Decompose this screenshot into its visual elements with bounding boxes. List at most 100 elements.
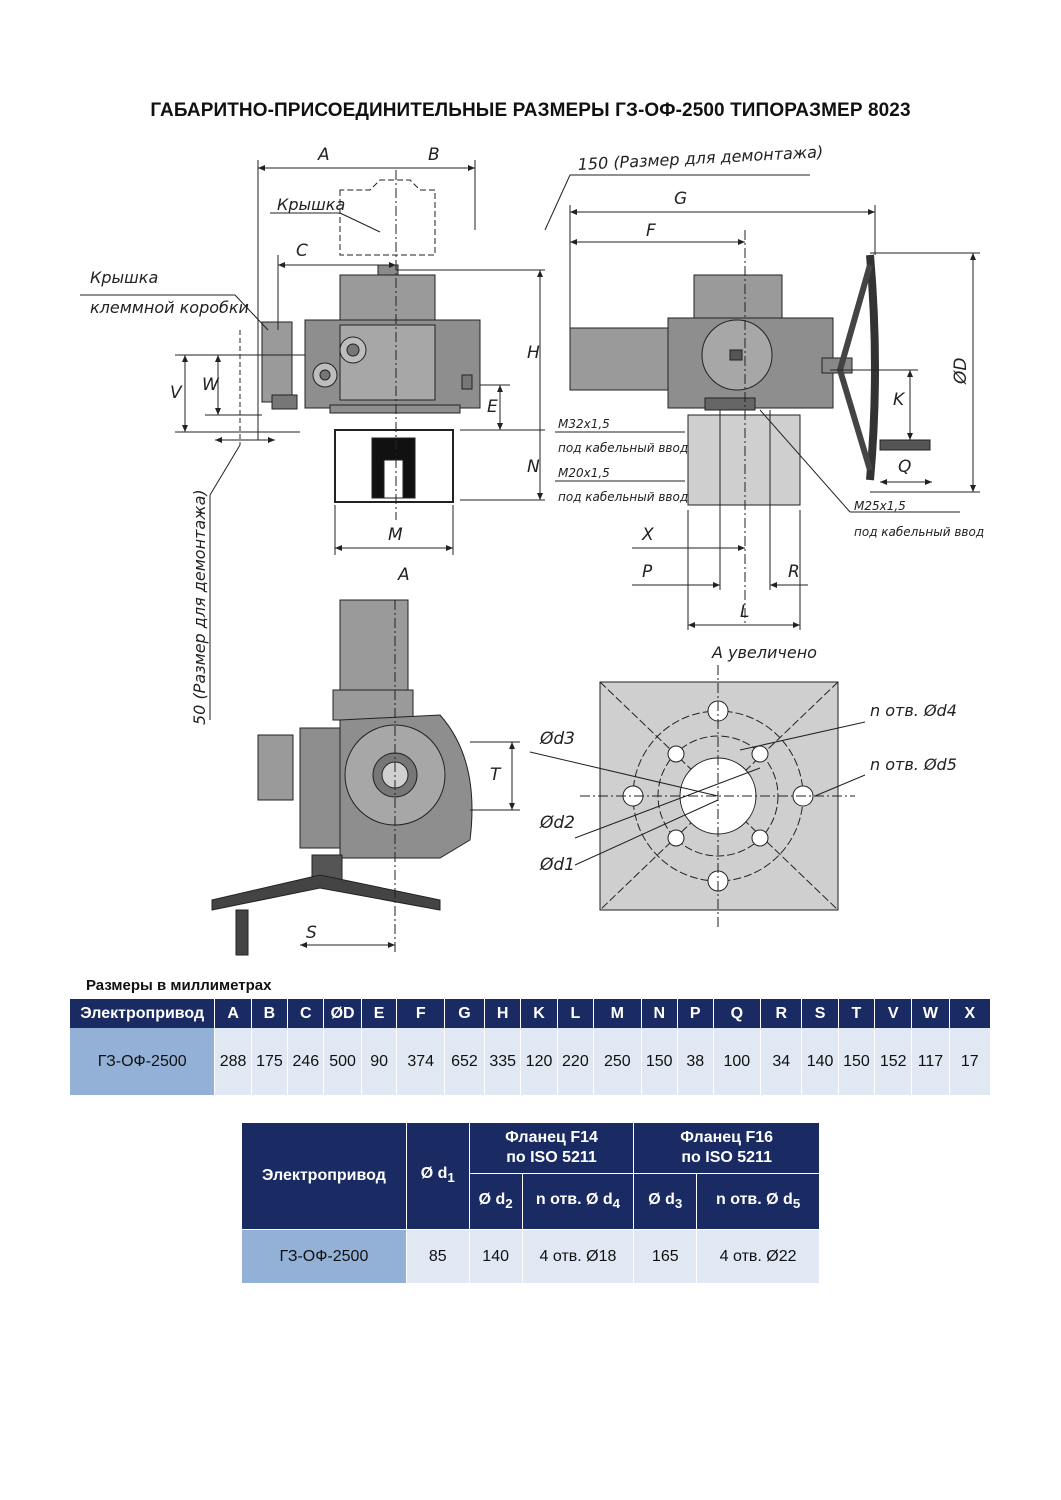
dim-p-label: P: [642, 562, 653, 582]
value-cell: 4 отв. Ø22: [696, 1229, 820, 1284]
column-header: Ø d2: [468, 1173, 523, 1230]
technical-drawing: A B C H E N M V W A Крышка Крышка клеммн…: [80, 142, 984, 956]
column-header: X: [949, 999, 992, 1028]
column-header: P: [677, 999, 714, 1028]
value-cell: 140: [468, 1229, 523, 1284]
column-header: Электропривод: [70, 999, 216, 1028]
dim-w-label: W: [202, 375, 220, 395]
value-cell: 250: [593, 1028, 642, 1095]
value-cell: 246: [287, 1028, 325, 1095]
page-title: ГАБАРИТНО-ПРИСОЕДИНИТЕЛЬНЫЕ РАЗМЕРЫ ГЗ-О…: [150, 100, 911, 121]
m32-note: M32x1,5: [558, 417, 610, 431]
dim-v-label: V: [170, 383, 183, 403]
dim-b-label: B: [428, 145, 440, 165]
view-a-note: A увеличено: [711, 643, 817, 662]
terminal-cover-note-2: клеммной коробки: [90, 298, 249, 317]
column-header: N: [641, 999, 678, 1028]
side-view-dimensions: [569, 205, 980, 630]
column-header: n отв. Ø d4: [521, 1173, 635, 1230]
value-cell: 288: [214, 1028, 252, 1095]
value-cell: 140: [801, 1028, 839, 1095]
m20-note: M20x1,5: [558, 466, 610, 480]
dim-d5-label: n отв. Ød5: [870, 755, 957, 774]
dim-f-label: F: [646, 221, 656, 241]
value-cell: 117: [911, 1028, 950, 1095]
column-header: G: [444, 999, 486, 1028]
value-cell: 150: [838, 1028, 876, 1095]
column-header: C: [287, 999, 325, 1028]
side-view-labels: G F ØD K Q X P R L M25x1,5 под кабельный…: [641, 189, 984, 622]
model-cell: ГЗ-ОФ-2500: [241, 1229, 407, 1284]
value-cell: 90: [361, 1028, 398, 1095]
column-header: T: [838, 999, 876, 1028]
value-cell: 175: [251, 1028, 289, 1095]
dim-d2-label: Ød2: [539, 813, 575, 833]
column-header: ØD: [323, 999, 362, 1028]
value-cell: 4 отв. Ø18: [521, 1229, 635, 1284]
column-header: L: [557, 999, 595, 1028]
m25-sub-note: под кабельный ввод: [854, 525, 984, 539]
dim-x-label: X: [641, 525, 654, 545]
column-header: K: [520, 999, 558, 1028]
dim-q-label: Q: [898, 457, 911, 477]
dismount-50-note: 50 (Размер для демонтажа): [190, 489, 209, 725]
value-cell: 150: [641, 1028, 678, 1095]
model-cell: ГЗ-ОФ-2500: [70, 1028, 216, 1095]
column-header: Ø d3: [633, 1173, 698, 1230]
m32-sub-note: под кабельный ввод: [558, 441, 688, 455]
front-view-dimensions: [80, 160, 810, 720]
units-caption: Размеры в миллиметрах: [86, 977, 272, 994]
front-view: [261, 170, 481, 520]
top-view-dimensions: [300, 741, 520, 948]
column-header: Q: [713, 999, 762, 1028]
dismount-150-note: 150 (Размер для демонтажа): [577, 142, 823, 174]
value-cell: 38: [677, 1028, 714, 1095]
dim-t-label: T: [490, 765, 502, 785]
flange-model-header: Электропривод: [241, 1122, 407, 1230]
dim-s-label: S: [306, 923, 317, 943]
m20-sub-note: под кабельный ввод: [558, 490, 688, 504]
column-header: n отв. Ø d5: [696, 1173, 820, 1230]
cover-note: Крышка: [277, 195, 345, 214]
column-header: F: [396, 999, 445, 1028]
view-a-labels: A увеличено Ød3 Ød2 Ød1 n отв. Ød4 n отв…: [539, 643, 957, 875]
dim-d1-label: Ød1: [539, 855, 575, 875]
top-view-labels: T S: [306, 765, 502, 943]
top-view: [211, 599, 473, 956]
view-a-arrow-label: A: [397, 565, 410, 585]
view-a-flange: [580, 665, 855, 930]
value-cell: 34: [760, 1028, 803, 1095]
value-cell: 220: [557, 1028, 595, 1095]
value-cell: 152: [874, 1028, 913, 1095]
value-cell: 500: [323, 1028, 362, 1095]
view-a-dimensions: [529, 721, 866, 866]
dim-r-label: R: [788, 562, 800, 582]
column-header: E: [361, 999, 398, 1028]
dim-m-label: M: [388, 525, 403, 545]
dim-e-label: E: [487, 397, 498, 417]
value-cell: 100: [713, 1028, 762, 1095]
value-cell: 652: [444, 1028, 486, 1095]
dim-d4-label: n отв. Ød4: [870, 701, 957, 720]
value-cell: 120: [520, 1028, 558, 1095]
dim-k-label: K: [893, 390, 906, 410]
side-view: [569, 230, 931, 625]
column-header: H: [484, 999, 522, 1028]
terminal-cover-note-1: Крышка: [90, 268, 158, 287]
dim-a-label: A: [317, 145, 330, 165]
value-cell: 335: [484, 1028, 522, 1095]
value-cell: 17: [949, 1028, 992, 1095]
dim-l-label: L: [740, 602, 749, 622]
column-header: R: [760, 999, 803, 1028]
dim-n-label: N: [527, 457, 540, 477]
column-header: M: [593, 999, 642, 1028]
dim-h-label: H: [527, 343, 540, 363]
value-cell: 85: [405, 1229, 470, 1284]
